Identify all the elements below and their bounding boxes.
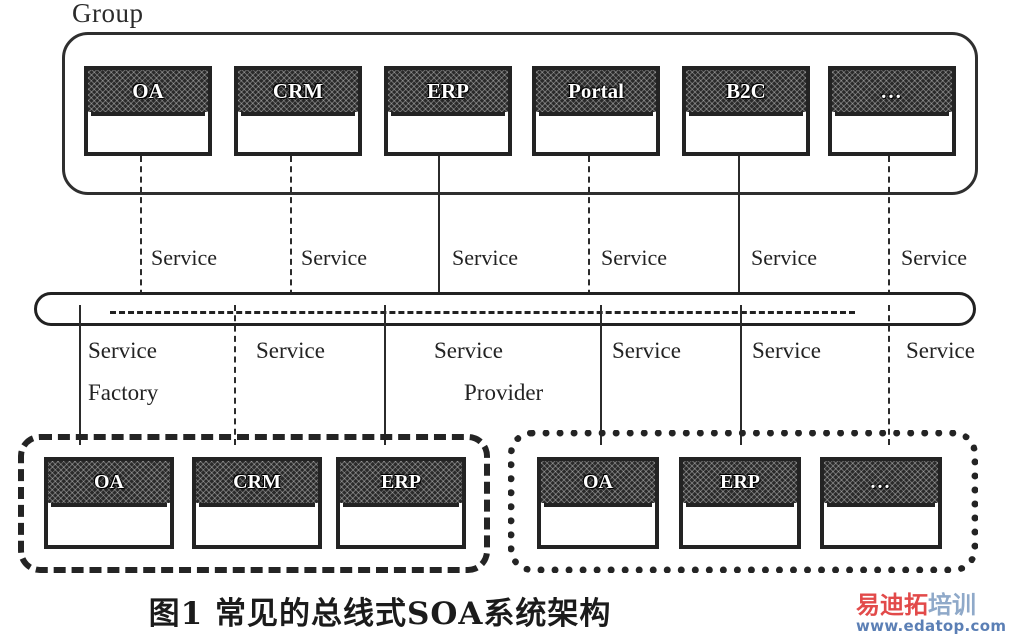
module-body (835, 112, 949, 149)
module-header-label: OA (541, 461, 655, 503)
service-bus (34, 292, 976, 326)
connector-crm-top (290, 156, 292, 306)
connector-oa-top (140, 156, 142, 306)
module-header-label: ... (832, 70, 952, 112)
service-factory-label: Factory (88, 380, 159, 405)
module-header-label: ERP (683, 461, 797, 503)
module-body (544, 503, 652, 542)
watermark-chinese: 易迪拓培训 (856, 592, 1022, 618)
connector-crm-bottom (234, 305, 236, 445)
service-label-upper-6: Service (901, 245, 967, 270)
module-b2c-top[interactable]: B2C (682, 66, 810, 156)
group-container (62, 32, 978, 195)
module-header-label: B2C (686, 70, 806, 112)
service-label-upper-2: Service (301, 245, 367, 270)
service-label-upper-3: Service (452, 245, 518, 270)
module-erp-provider[interactable]: ERP (679, 457, 801, 549)
connector-erp-bottom (384, 305, 386, 445)
service-label-upper-4: Service (601, 245, 667, 270)
connector-b2c-top (738, 156, 740, 306)
module-header-label: ERP (388, 70, 508, 112)
service-label-lower-6: Service (906, 338, 975, 363)
connector-oa-provider (600, 305, 602, 445)
service-label-lower-1: Service (88, 338, 157, 363)
group-title: Group (72, 0, 144, 28)
module-header-label: ERP (340, 461, 462, 503)
module-body (539, 112, 653, 149)
connector-erp-top (438, 156, 440, 306)
watermark: 易迪拓培训 www.edatop.com (856, 592, 1022, 635)
module-body (241, 112, 355, 149)
module-erp-factory[interactable]: ERP (336, 457, 466, 549)
module-header-label: CRM (238, 70, 358, 112)
module-oa-factory[interactable]: OA (44, 457, 174, 549)
module-crm-factory[interactable]: CRM (192, 457, 322, 549)
connector-more-top (888, 156, 890, 306)
figure-caption: 图1 常见的总线式SOA系统架构 (148, 596, 612, 632)
module-body (686, 503, 794, 542)
service-label-lower-2: Service (256, 338, 325, 363)
module-body (91, 112, 205, 149)
connector-erp-provider (740, 305, 742, 445)
module-header-label: Portal (536, 70, 656, 112)
module-more-provider[interactable]: ... (820, 457, 942, 549)
module-body (689, 112, 803, 149)
module-body (343, 503, 459, 542)
service-label-lower-4: Service (612, 338, 681, 363)
service-factory-container (18, 434, 490, 573)
module-body (391, 112, 505, 149)
module-erp-top[interactable]: ERP (384, 66, 512, 156)
service-label-lower-5: Service (752, 338, 821, 363)
service-provider-container (508, 430, 978, 573)
service-bus-dashed-line (110, 311, 855, 314)
module-body (51, 503, 167, 542)
watermark-cn-red: 易迪拓 (856, 591, 928, 619)
service-label-upper-1: Service (151, 245, 217, 270)
module-header-label: ... (824, 461, 938, 503)
module-portal-top[interactable]: Portal (532, 66, 660, 156)
service-label-upper-5: Service (751, 245, 817, 270)
module-crm-top[interactable]: CRM (234, 66, 362, 156)
module-body (199, 503, 315, 542)
module-body (827, 503, 935, 542)
connector-portal-top (588, 156, 590, 306)
connector-more-provider (888, 305, 890, 445)
module-oa-top[interactable]: OA (84, 66, 212, 156)
connector-oa-bottom (79, 305, 81, 445)
module-header-label: CRM (196, 461, 318, 503)
service-provider-label: Provider (464, 380, 544, 405)
module-header-label: OA (88, 70, 208, 112)
watermark-url: www.edatop.com (856, 617, 1007, 635)
module-oa-provider[interactable]: OA (537, 457, 659, 549)
watermark-cn-blue: 培训 (928, 591, 976, 619)
service-label-lower-3: Service (434, 338, 503, 363)
module-header-label: OA (48, 461, 170, 503)
module-more-top[interactable]: ... (828, 66, 956, 156)
